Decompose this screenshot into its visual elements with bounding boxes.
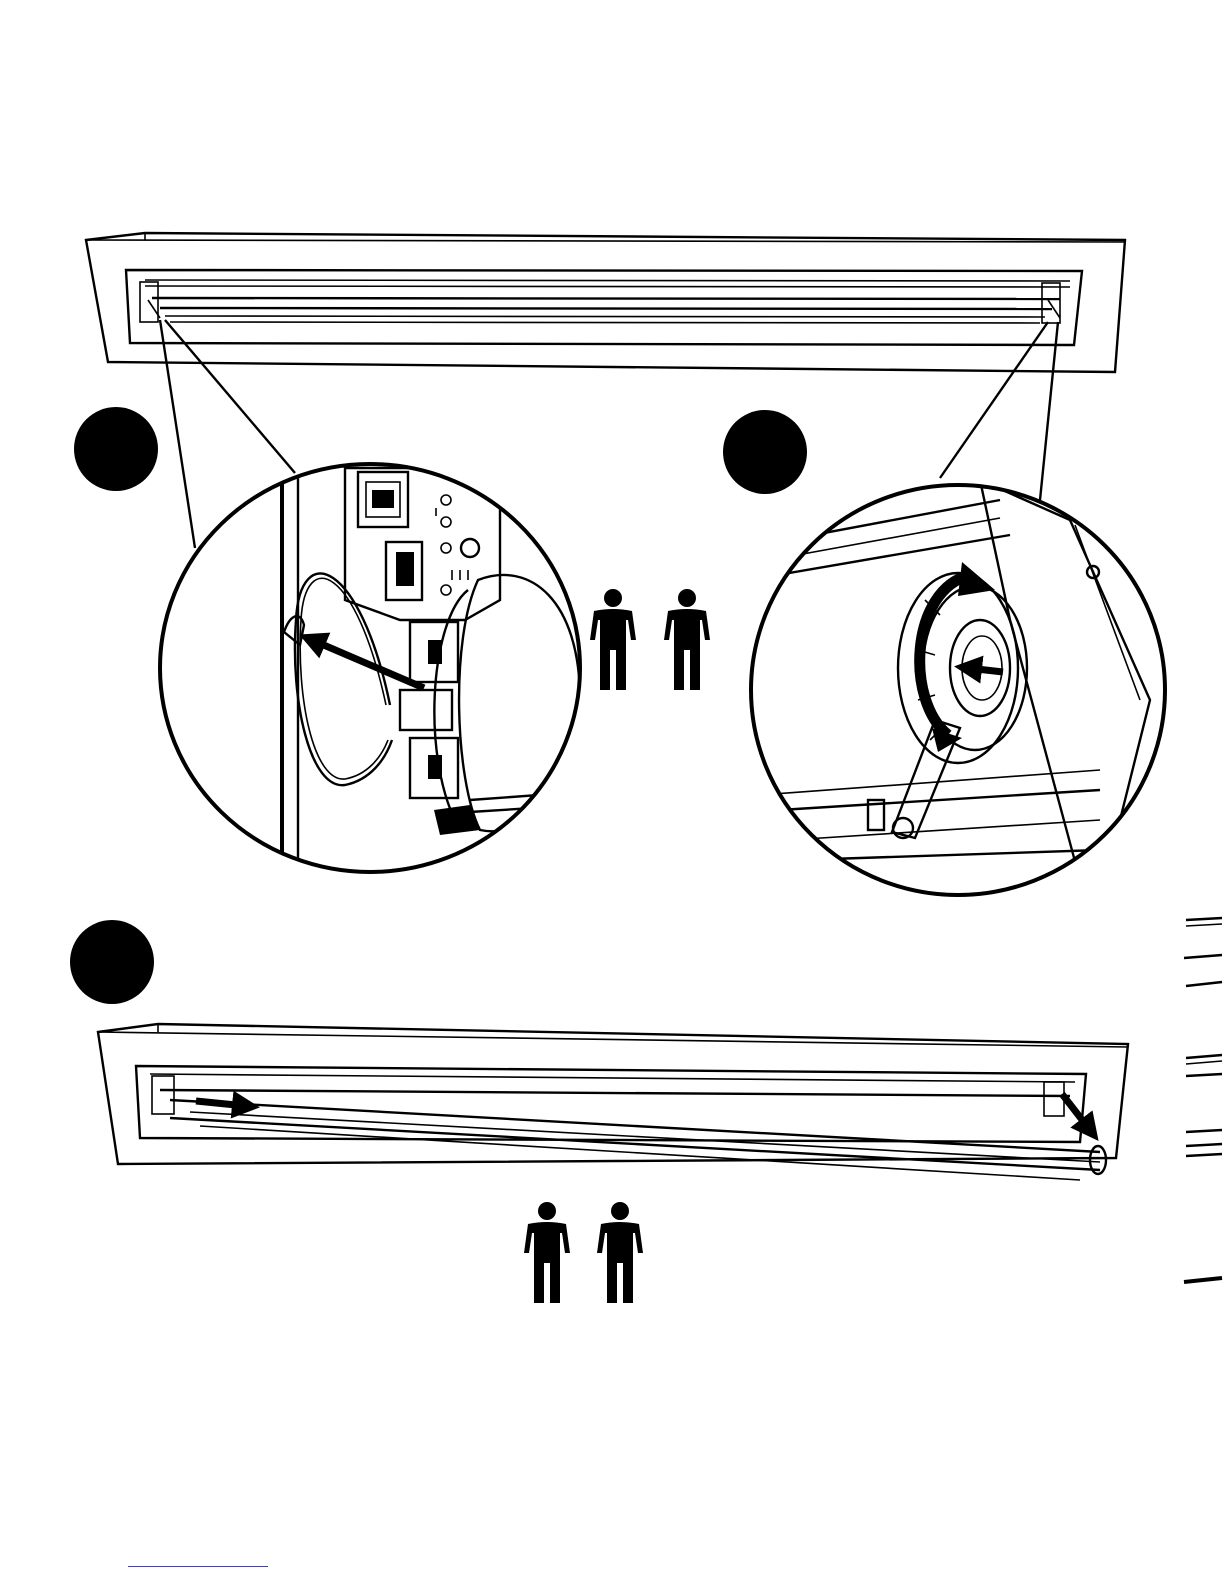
step-circle-3	[70, 920, 154, 1004]
margin-marks	[1184, 918, 1222, 1282]
person-icon	[524, 1202, 570, 1303]
roller-removal	[98, 1024, 1128, 1180]
step-circle-2	[723, 410, 807, 494]
direction-arrow	[1062, 1094, 1090, 1130]
person-icon	[590, 589, 636, 690]
person-icon	[597, 1202, 643, 1303]
bottom-link-underline[interactable]	[128, 1566, 268, 1567]
step-circle-1	[74, 407, 158, 491]
ceiling-cassette-top	[86, 233, 1125, 372]
detail-clip-removal	[160, 455, 580, 880]
direction-arrow	[968, 668, 1003, 672]
direction-arrow	[196, 1101, 246, 1106]
detail-tension-tool	[751, 480, 1165, 895]
person-icon	[664, 589, 710, 690]
